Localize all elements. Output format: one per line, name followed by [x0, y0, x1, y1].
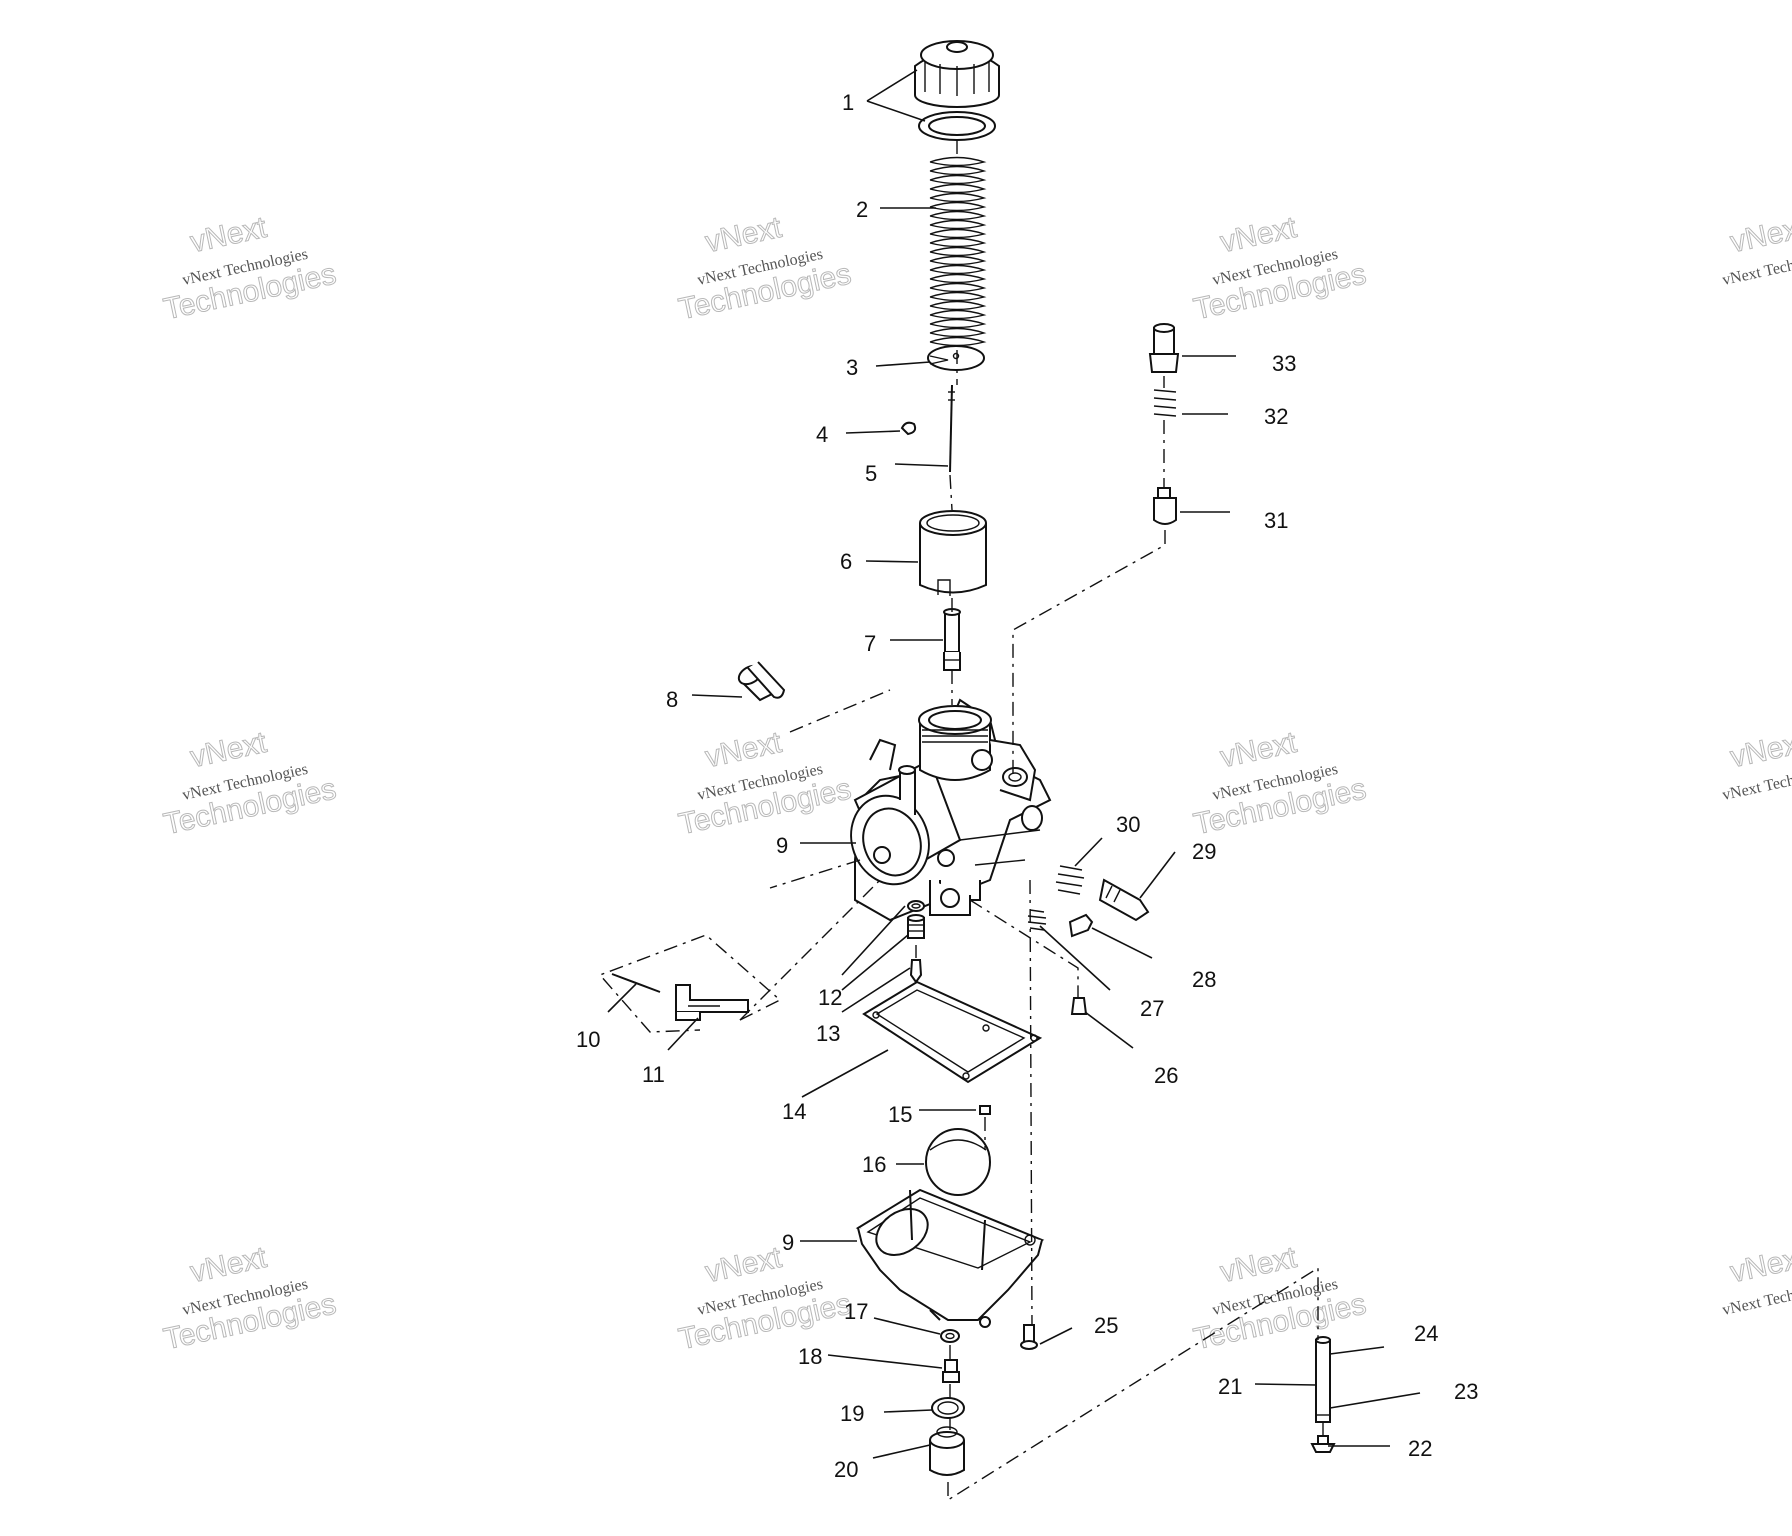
svg-text:vNext: vNext: [187, 1241, 270, 1289]
callout-7: 7: [864, 631, 876, 656]
assembly-lines: [598, 140, 1324, 1502]
callout-14: 14: [782, 1099, 806, 1124]
callout-29: 29: [1192, 839, 1216, 864]
part-needle-clip: [900, 421, 917, 436]
callout-19: 19: [840, 1401, 864, 1426]
callout-21: 21: [1218, 1374, 1242, 1399]
callout-30: 30: [1116, 812, 1140, 837]
callout-32: 32: [1264, 404, 1288, 429]
part-drain-plug: [929, 1426, 965, 1476]
callout-31: 31: [1264, 508, 1288, 533]
svg-text:vNext: vNext: [1217, 1241, 1300, 1289]
callout-24: 24: [1414, 1321, 1438, 1346]
watermark: vNext vNext Technologies: [1721, 210, 1792, 289]
part-float-chamber-bowl: [855, 1188, 1045, 1328]
callout-28: 28: [1192, 967, 1216, 992]
svg-text:vNext: vNext: [187, 726, 270, 774]
part-spring-30: [1055, 865, 1085, 895]
part-drain-washer: [940, 1329, 960, 1343]
watermark: vNext vNext Technologies Technologies: [1190, 210, 1369, 326]
part-valve-seat: [907, 914, 925, 939]
watermark: vNext vNext Technologies Technologies: [675, 725, 854, 841]
part-mixing-chamber-cap: [914, 40, 1000, 108]
callout-25: 25: [1094, 1313, 1118, 1338]
callout-12: 12: [818, 985, 842, 1010]
callout-9: 9: [776, 833, 788, 858]
part-pilot-jet-tube: [1315, 1336, 1331, 1423]
part-plug-26: [1070, 997, 1088, 1015]
part-washer-12: [907, 900, 925, 912]
watermark: vNext vNext Technologies Technologies: [160, 725, 339, 841]
watermark: vNext vNext Technologies Technologies: [160, 1240, 339, 1356]
part-pilot-screw-28: [1068, 913, 1094, 938]
callout-22: 22: [1408, 1436, 1432, 1461]
part-float-pin: [611, 973, 661, 993]
part-throttle-valve: [919, 510, 987, 596]
leader-lines: [607, 69, 1421, 1459]
callout-8: 8: [666, 687, 678, 712]
part-main-jet: [942, 1359, 960, 1383]
callout-3: 3: [846, 355, 858, 380]
part-nut-31: [1153, 487, 1177, 525]
callout-26: 26: [1154, 1063, 1178, 1088]
svg-text:vNext: vNext: [702, 1241, 785, 1289]
svg-text:vNext: vNext: [1727, 1241, 1792, 1289]
svg-text:vNext: vNext: [187, 211, 270, 259]
callout-1: 1: [842, 90, 854, 115]
callout-23: 23: [1454, 1379, 1478, 1404]
part-chamber-screw: [1020, 1324, 1038, 1350]
part-spring-32: [1153, 389, 1177, 417]
watermark: vNext vNext Technologies Technologies: [675, 210, 854, 326]
part-rubber-cap: [737, 661, 786, 702]
part-needle-retainer-plate: [927, 345, 985, 371]
part-float-chamber-gasket: [862, 980, 1043, 1084]
callout-6: 6: [840, 549, 852, 574]
svg-text:vNext: vNext: [1217, 211, 1300, 259]
part-float-arm: [675, 984, 749, 1021]
part-throttle-spring: [928, 156, 987, 350]
callout-15: 15: [888, 1102, 912, 1127]
part-spring-27: [1027, 909, 1047, 931]
part-jet-needle: [948, 384, 955, 473]
svg-text:vNext: vNext: [1217, 726, 1300, 774]
watermark: vNext vNext Technologies: [1721, 725, 1792, 804]
part-float-needle-valve: [909, 959, 923, 984]
svg-text:vNext: vNext: [1727, 211, 1792, 259]
callout-33: 33: [1272, 351, 1296, 376]
part-cap-gasket-ring: [918, 111, 996, 141]
part-throttle-stop-screw: [1098, 878, 1150, 922]
callout-20: 20: [834, 1457, 858, 1482]
watermark: vNext vNext Technologies Technologies: [1190, 725, 1369, 841]
svg-text:vNext: vNext: [702, 211, 785, 259]
part-o-ring: [931, 1397, 965, 1419]
part-cable-adjuster-33: [1148, 323, 1180, 373]
callout-5: 5: [865, 461, 877, 486]
callout-17: 17: [844, 1299, 868, 1324]
part-small-plug-15: [979, 1105, 991, 1115]
svg-text:vNext: vNext: [1727, 726, 1792, 774]
watermark: vNext vNext Technologies Technologies: [675, 1240, 854, 1356]
part-needle-jet: [943, 608, 961, 671]
callout-10: 10: [576, 1027, 600, 1052]
watermark: vNext vNext Technologies Technologies: [160, 210, 339, 326]
callout-18: 18: [798, 1344, 822, 1369]
part-float: [925, 1128, 991, 1196]
callout-16: 16: [862, 1152, 886, 1177]
callout-9b: 9: [782, 1230, 794, 1255]
watermark: vNext vNext Technologies: [1721, 1240, 1792, 1319]
callout-11: 11: [642, 1062, 665, 1087]
part-carburetor-body: [850, 698, 1052, 922]
svg-text:vNext: vNext: [702, 726, 785, 774]
callout-13: 13: [816, 1021, 840, 1046]
callout-2: 2: [856, 197, 868, 222]
part-pilot-jet-screw: [1310, 1435, 1336, 1453]
callout-4: 4: [816, 422, 828, 447]
callout-27: 27: [1140, 996, 1164, 1021]
callout-labels: 1 2 3 4 5 6 7 8 9 10 11 12 13 14 15 16 9…: [576, 90, 1478, 1482]
